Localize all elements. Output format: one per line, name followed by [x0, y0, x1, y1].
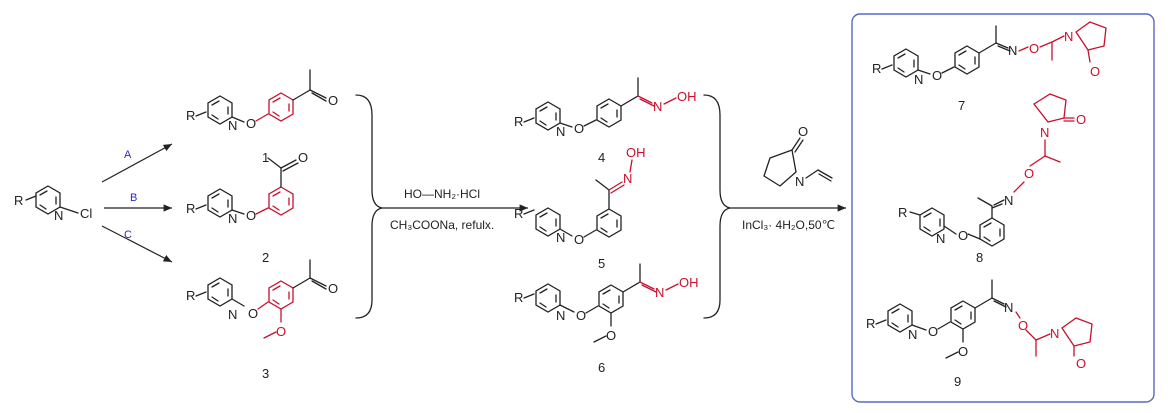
compound-5: R N O N OH 5 — [514, 145, 646, 271]
svg-text:R: R — [186, 108, 195, 123]
route-label-a: A — [124, 149, 132, 161]
atom-r: R — [14, 193, 23, 208]
svg-text:O: O — [248, 306, 258, 321]
svg-text:O: O — [606, 328, 616, 343]
svg-text:N: N — [556, 230, 565, 245]
svg-text:R: R — [514, 206, 523, 221]
svg-text:O: O — [798, 124, 808, 139]
svg-text:N: N — [795, 174, 804, 189]
svg-text:R: R — [514, 290, 523, 305]
compound-number-2: 2 — [262, 250, 269, 265]
compound-number-1: 1 — [262, 150, 269, 165]
svg-text:O: O — [958, 344, 968, 359]
route-label-b: B — [130, 192, 137, 204]
svg-text:N: N — [228, 118, 237, 133]
svg-text:O: O — [298, 150, 308, 165]
brace-step-3: O N InCl₃· 4H₂O,50℃ — [703, 94, 846, 319]
compound-number-9: 9 — [954, 374, 961, 389]
svg-text:O: O — [276, 324, 286, 339]
svg-text:N: N — [556, 124, 565, 139]
svg-text:N: N — [914, 72, 923, 87]
svg-text:O: O — [328, 93, 338, 108]
svg-text:N: N — [623, 171, 632, 186]
svg-text:O: O — [1090, 64, 1100, 79]
svg-text:R: R — [898, 205, 907, 220]
svg-text:N: N — [228, 211, 237, 226]
compound-4: R N O N OH 4 — [514, 77, 697, 165]
compound-8: O N O N O N R 8 — [898, 93, 1086, 265]
svg-text:O: O — [932, 68, 942, 83]
svg-text:O: O — [576, 308, 586, 323]
svg-text:O: O — [246, 208, 256, 223]
reagent-sodium-acetate: CH₃COONa, refulx. — [390, 218, 494, 232]
svg-text:N: N — [908, 327, 917, 342]
svg-text:N: N — [1040, 125, 1049, 140]
atom-cl: Cl — [80, 206, 92, 221]
svg-text:O: O — [328, 281, 338, 296]
compound-number-3: 3 — [262, 366, 269, 381]
svg-text:OH: OH — [677, 89, 697, 104]
svg-text:N: N — [556, 308, 565, 323]
svg-text:OH: OH — [626, 145, 646, 160]
atom-n: N — [54, 208, 63, 223]
svg-text:R: R — [186, 288, 195, 303]
svg-text:OH: OH — [679, 275, 699, 290]
svg-text:N: N — [228, 307, 237, 322]
svg-text:O: O — [574, 121, 584, 136]
compound-number-7: 7 — [958, 98, 965, 113]
compound-number-5: 5 — [598, 256, 605, 271]
svg-text:R: R — [872, 61, 881, 76]
svg-text:N: N — [936, 231, 945, 246]
starting-material: R N Cl — [14, 185, 92, 223]
svg-text:O: O — [1018, 318, 1028, 333]
svg-text:R: R — [186, 201, 195, 216]
svg-text:O: O — [1024, 166, 1034, 181]
svg-text:N: N — [1004, 300, 1013, 315]
svg-text:R: R — [866, 316, 875, 331]
svg-text:O: O — [246, 116, 256, 131]
svg-text:O: O — [928, 324, 938, 339]
catalyst-indium-chloride: InCl₃· 4H₂O,50℃ — [742, 218, 835, 232]
brace-step-2: HO—NH₂·HCl CH₃COONa, refulx. — [355, 94, 528, 319]
svg-text:O: O — [958, 228, 968, 243]
compound-number-4: 4 — [598, 150, 605, 165]
reagent-hydroxylamine: HO—NH₂·HCl — [404, 187, 480, 201]
svg-text:N: N — [1064, 29, 1073, 44]
svg-text:O: O — [1076, 356, 1086, 371]
compound-9: R N O N O N O O 9 — [866, 279, 1093, 389]
svg-text:O: O — [1029, 41, 1039, 56]
compound-number-6: 6 — [598, 360, 605, 375]
n-vinylpyrrolidone: O N — [763, 124, 833, 189]
svg-text:R: R — [514, 114, 523, 129]
svg-text:O: O — [574, 232, 584, 247]
product-box — [851, 13, 1155, 403]
compound-1: R N O O 1 — [186, 69, 338, 165]
svg-text:N: N — [1008, 43, 1017, 58]
compound-2: R N O O 2 — [186, 150, 308, 265]
compound-7: R N O N O N O 7 — [872, 21, 1107, 113]
compound-3: R N O O O 3 — [186, 259, 338, 381]
route-arrows: A B C — [101, 143, 173, 263]
svg-text:N: N — [1050, 326, 1059, 341]
compound-number-8: 8 — [976, 250, 983, 265]
svg-text:N: N — [1004, 193, 1013, 208]
svg-text:N: N — [655, 285, 664, 300]
svg-text:N: N — [653, 99, 662, 114]
route-label-c: C — [124, 229, 132, 241]
svg-text:O: O — [1076, 112, 1086, 127]
compound-6: R N O N OH O 6 — [514, 263, 699, 375]
